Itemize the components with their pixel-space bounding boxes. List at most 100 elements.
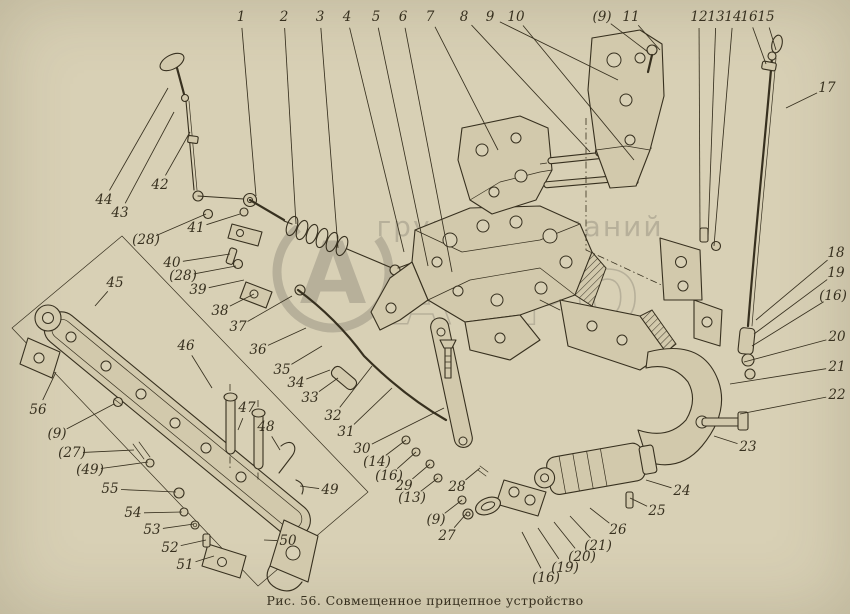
beam-end-bracket [19, 337, 61, 379]
leader-line [499, 21, 619, 81]
watermark-ring [272, 211, 394, 333]
part-label-22: 22 [828, 387, 846, 403]
latch-bracket [239, 281, 273, 309]
hand-lever [159, 52, 204, 202]
part-label-37: 37 [229, 319, 247, 335]
leader-line [713, 435, 738, 445]
leader-line [396, 451, 417, 470]
part-label-40: 40 [163, 255, 181, 271]
part-label-41: 41 [187, 220, 205, 236]
part-label-13: 13 [707, 9, 725, 25]
part-label-38: 38 [211, 303, 229, 319]
part-label-8: 8 [459, 9, 469, 25]
hitch-jaw [637, 299, 749, 466]
beam-pins [223, 384, 296, 482]
part-label-13: (13) [398, 490, 426, 506]
leader-line [42, 371, 57, 401]
part-label-16: 16 [740, 9, 758, 25]
leader-line [94, 291, 109, 307]
leader-line [241, 27, 257, 197]
part-label-5: 5 [371, 9, 381, 25]
part-label-27: 27 [438, 528, 456, 544]
leader-line [713, 27, 733, 247]
part-label-16: (16) [819, 288, 847, 304]
part-label-14: 14 [724, 9, 742, 25]
leader-line [752, 27, 767, 65]
part-label-20: (20) [568, 549, 596, 565]
leader-line [637, 24, 661, 51]
vertical-bolt [439, 339, 457, 379]
leader-line [284, 27, 297, 225]
part-label-56: 56 [29, 402, 47, 418]
part-label-14: (14) [363, 454, 391, 470]
leader-line [143, 511, 183, 514]
part-label-11: 11 [622, 9, 640, 25]
leader-lines [42, 21, 828, 569]
part-label-47: 47 [238, 400, 256, 416]
part-label-18: 18 [827, 245, 845, 261]
part-label-15: 15 [757, 9, 775, 25]
part-label-28: (28) [132, 232, 160, 248]
leader-line [208, 279, 245, 289]
part-label-2: 2 [279, 9, 289, 25]
part-label-30: 30 [353, 441, 371, 457]
leader-line [645, 479, 672, 489]
part-label-32: 32 [324, 408, 342, 424]
central-bracket [370, 205, 607, 361]
part-label-27: (27) [58, 445, 86, 461]
part-label-34: 34 [287, 375, 305, 391]
part-label-28: 28 [448, 479, 466, 495]
part-label-23: 23 [739, 439, 757, 455]
lower-bracket [201, 543, 247, 579]
leader-line [247, 295, 293, 322]
part-label-12: 12 [690, 9, 708, 25]
leader-line [267, 327, 307, 346]
leader-line [339, 365, 373, 408]
side-bracket [659, 227, 722, 301]
leader-line [521, 531, 542, 569]
leader-line [785, 92, 818, 109]
part-label-43: 43 [111, 205, 129, 221]
part-label-52: 52 [161, 540, 179, 556]
leader-line [751, 301, 824, 347]
part-label-1: 1 [236, 9, 246, 25]
part-label-42: 42 [151, 177, 169, 193]
part-label-19: 19 [827, 265, 845, 281]
leader-line [434, 26, 499, 151]
part-label-16: (16) [532, 570, 560, 586]
leader-line [589, 507, 610, 524]
leader-line [193, 265, 237, 275]
part-label-35: 35 [273, 362, 291, 378]
damper-cylinder [534, 442, 658, 509]
leader-line [66, 403, 115, 430]
leader-line [371, 407, 445, 445]
leader-line [206, 213, 241, 226]
pull-rod [737, 34, 783, 380]
part-label-16: (16) [375, 468, 403, 484]
leader-line [707, 27, 717, 239]
link-strap [430, 317, 473, 448]
part-label-4: 4 [342, 9, 352, 25]
leader-line [162, 523, 195, 529]
part-label-21: 21 [828, 359, 846, 375]
leader-line [82, 449, 135, 453]
part-label-24: 24 [673, 483, 691, 499]
part-label-29: 29 [395, 478, 413, 494]
part-label-9: 9 [485, 9, 495, 25]
leader-line [318, 377, 339, 392]
leader-line [768, 27, 777, 51]
leader-line [420, 477, 439, 492]
leader-line [743, 339, 827, 363]
leader-line [229, 293, 255, 307]
leader-line [124, 111, 175, 204]
part-label-51: 51 [176, 557, 194, 573]
leader-line [263, 539, 278, 541]
part-label-19: (19) [551, 560, 579, 576]
part-label-28: (28) [169, 268, 197, 284]
adjusting-cable [294, 284, 448, 422]
leader-line [569, 515, 591, 539]
leader-line [537, 527, 560, 560]
part-label-9: (9) [426, 512, 446, 528]
leader-line [444, 499, 463, 514]
